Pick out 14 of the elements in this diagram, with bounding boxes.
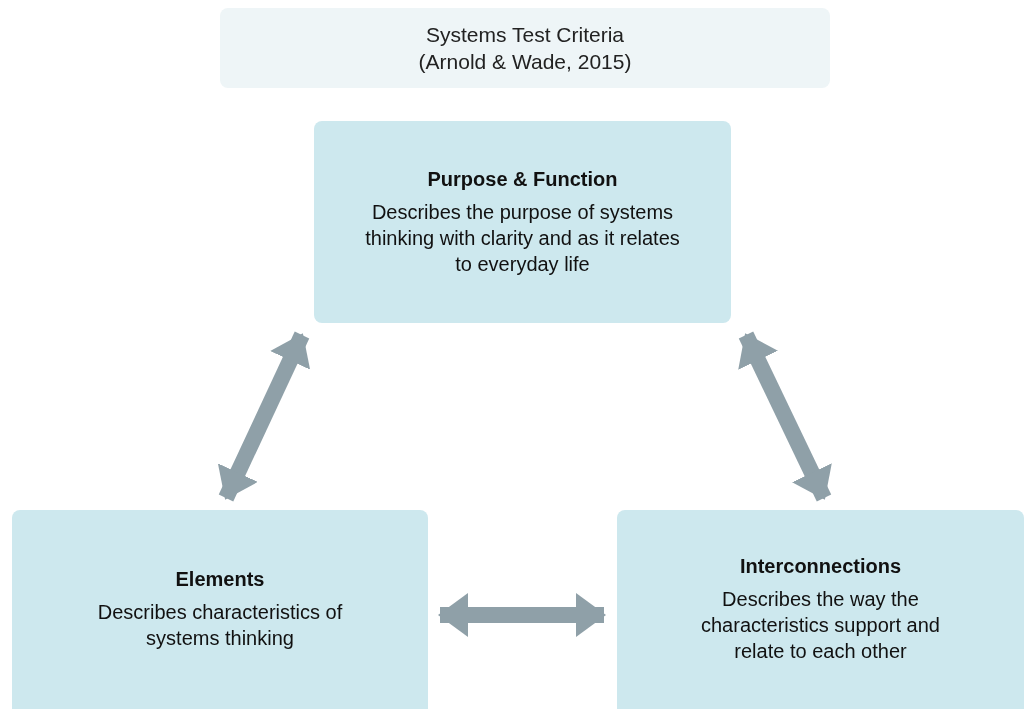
criteria-box [617, 510, 1024, 709]
box-heading: Purpose & Function [427, 167, 618, 191]
criteria-box [314, 121, 731, 323]
box-heading: Interconnections [739, 555, 902, 578]
box-description: Describes characteristics of systems thinking [96, 600, 344, 651]
citation: (Arnold & Wade, 2015) [418, 49, 632, 75]
box-heading: Elements [175, 568, 265, 591]
box-description: Describes the way the characteristics support and relate to each other [700, 587, 941, 664]
title: Systems Test Criteria [426, 22, 624, 48]
criteria-box [12, 510, 428, 709]
double-arrow [738, 331, 832, 502]
double-arrow [217, 331, 311, 502]
double-arrow [438, 593, 606, 637]
box-description: Describes the purpose of systems thinking with clarity and as it relates to everyday life [364, 199, 681, 277]
